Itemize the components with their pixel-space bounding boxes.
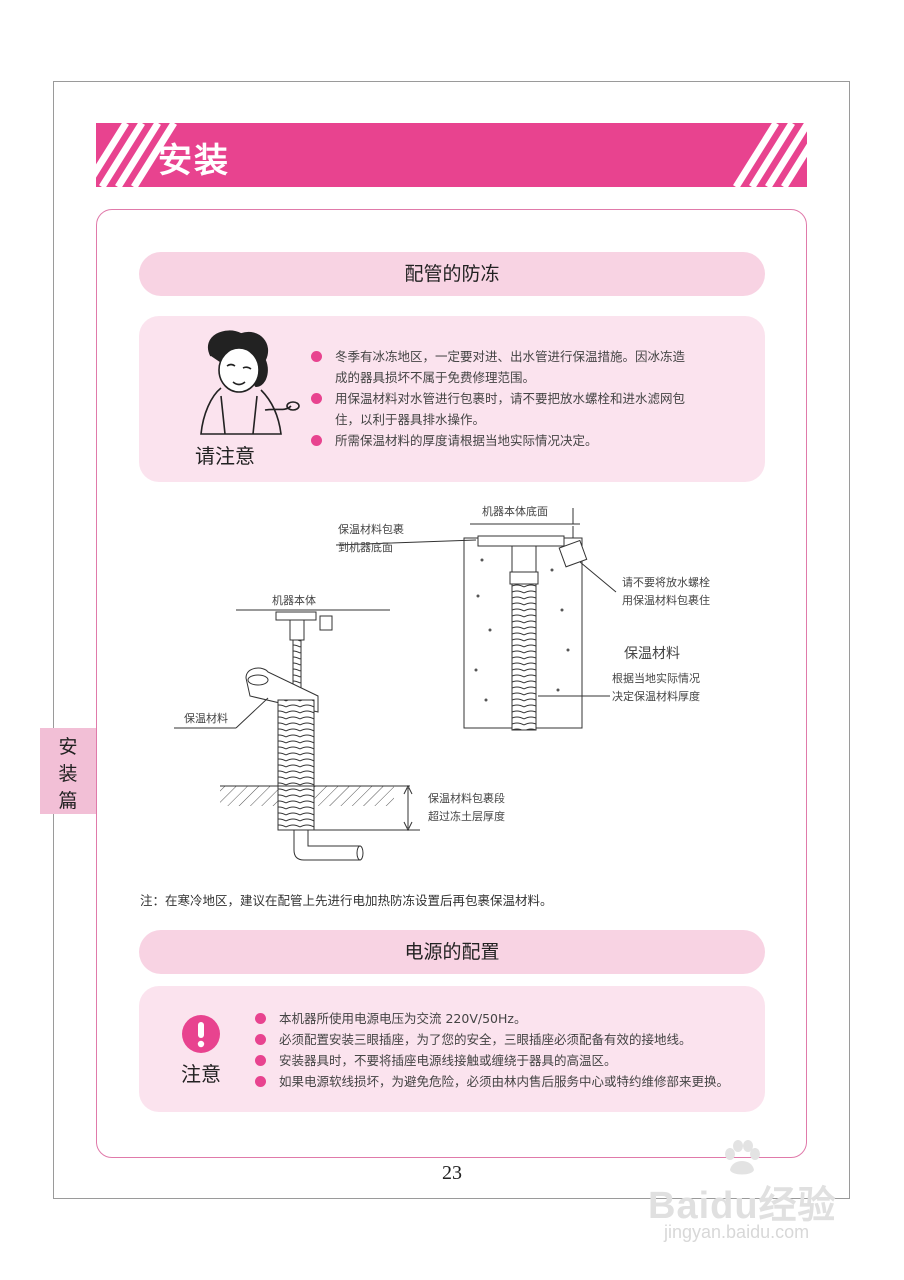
antifreeze-bullet-2: 用保温材料对水管进行包裹时，请不要把放水螺栓和进水滤网包住，以利于器具排水操作。 <box>311 388 685 430</box>
side-tab-char-1: 安 <box>58 736 78 758</box>
antifreeze-bullet-3: 所需保温材料的厚度请根据当地实际情况决定。 <box>311 430 685 451</box>
pipe-insulation-diagram: 机器本体底面 保温材料包裹 到机器底面 请不要将放水螺栓 用保温材料包裹住 保温… <box>174 504 710 861</box>
section-header-antifreeze: 配管的防冻 <box>139 252 765 296</box>
side-tab-char-2: 装 <box>58 763 78 785</box>
page-number: 23 <box>442 1162 462 1184</box>
watermark-url: jingyan.baidu.com <box>664 1222 810 1242</box>
label-thickness-1: 根据当地实际情况 <box>612 671 700 685</box>
antifreeze-bullet-list: 冬季有冰冻地区，一定要对进、出水管进行保温措施。因冰冻造成的器具损坏不属于免费修… <box>311 346 685 451</box>
label-insulation-big: 保温材料 <box>624 646 680 662</box>
power-bullet-list: 本机器所使用电源电压为交流 220V/50Hz。 必须配置安装三眼插座，为了您的… <box>255 1008 729 1092</box>
antifreeze-bullet-1: 冬季有冰冻地区，一定要对进、出水管进行保温措施。因冰冻造成的器具损坏不属于免费修… <box>311 346 685 388</box>
power-note-box: 注意 本机器所使用电源电压为交流 220V/50Hz。 必须配置安装三眼插座，为… <box>139 986 765 1112</box>
power-bullet-4: 如果电源软线损坏，为避免危险，必须由林内售后服务中心或特约维修部来更换。 <box>255 1071 729 1092</box>
label-no-wrap-bolt-2: 用保温材料包裹住 <box>622 593 710 607</box>
content-box <box>96 209 807 1158</box>
side-tab-char-3: 篇 <box>58 790 78 812</box>
caution-label-1: 请注意 <box>195 444 255 468</box>
baidu-watermark: Baidu经验 jingyan.baidu.com <box>634 1136 864 1266</box>
power-bullet-2: 必须配置安装三眼插座，为了您的安全，三眼插座必须配备有效的接地线。 <box>255 1029 729 1050</box>
ground-detail: 机器本体 保温材料包裹段 超过冻土层厚度 保温材料 <box>174 593 505 861</box>
label-no-wrap-bolt-1: 请不要将放水螺栓 <box>622 575 710 589</box>
power-bullet-1: 本机器所使用电源电压为交流 220V/50Hz。 <box>255 1008 729 1029</box>
section-header-power: 电源的配置 <box>139 930 765 974</box>
antifreeze-note-box: 请注意 冬季有冰冻地区，一定要对进、出水管进行保温措施。因冰冻造成的器具损坏不属… <box>139 316 765 482</box>
label-wrap-section-2: 超过冻土层厚度 <box>428 809 505 823</box>
exclamation-icon <box>182 1015 220 1053</box>
woman-illustration-icon <box>200 330 300 435</box>
label-machine-body: 机器本体 <box>272 593 316 607</box>
page-title: 安装 <box>158 141 230 181</box>
watermark-brand: Baidu经验 <box>648 1185 837 1227</box>
label-machine-bottom: 机器本体底面 <box>482 504 548 518</box>
banner-stripes <box>96 123 807 187</box>
side-tab: 安 装 篇 <box>40 728 96 814</box>
page-frame <box>53 81 850 1199</box>
power-bullet-3: 安装器具时，不要将插座电源线接触或缠绕于器具的高温区。 <box>255 1050 729 1071</box>
label-wrap-to-bottom-2: 到机器底面 <box>338 540 393 554</box>
label-wrap-section-1: 保温材料包裹段 <box>428 791 505 805</box>
wall-detail: 机器本体底面 保温材料包裹 到机器底面 请不要将放水螺栓 用保温材料包裹住 保温… <box>335 504 710 731</box>
footnote: 注：在寒冷地区，建议在配管上先进行电加热防冻设置后再包裹保温材料。 <box>140 893 553 908</box>
label-insulation: 保温材料 <box>184 711 228 725</box>
paw-icon <box>725 1140 760 1175</box>
label-thickness-2: 决定保温材料厚度 <box>612 689 700 703</box>
title-banner: 安装 <box>96 123 807 187</box>
caution-label-2: 注意 <box>181 1062 221 1086</box>
label-wrap-to-bottom-1: 保温材料包裹 <box>338 522 404 536</box>
